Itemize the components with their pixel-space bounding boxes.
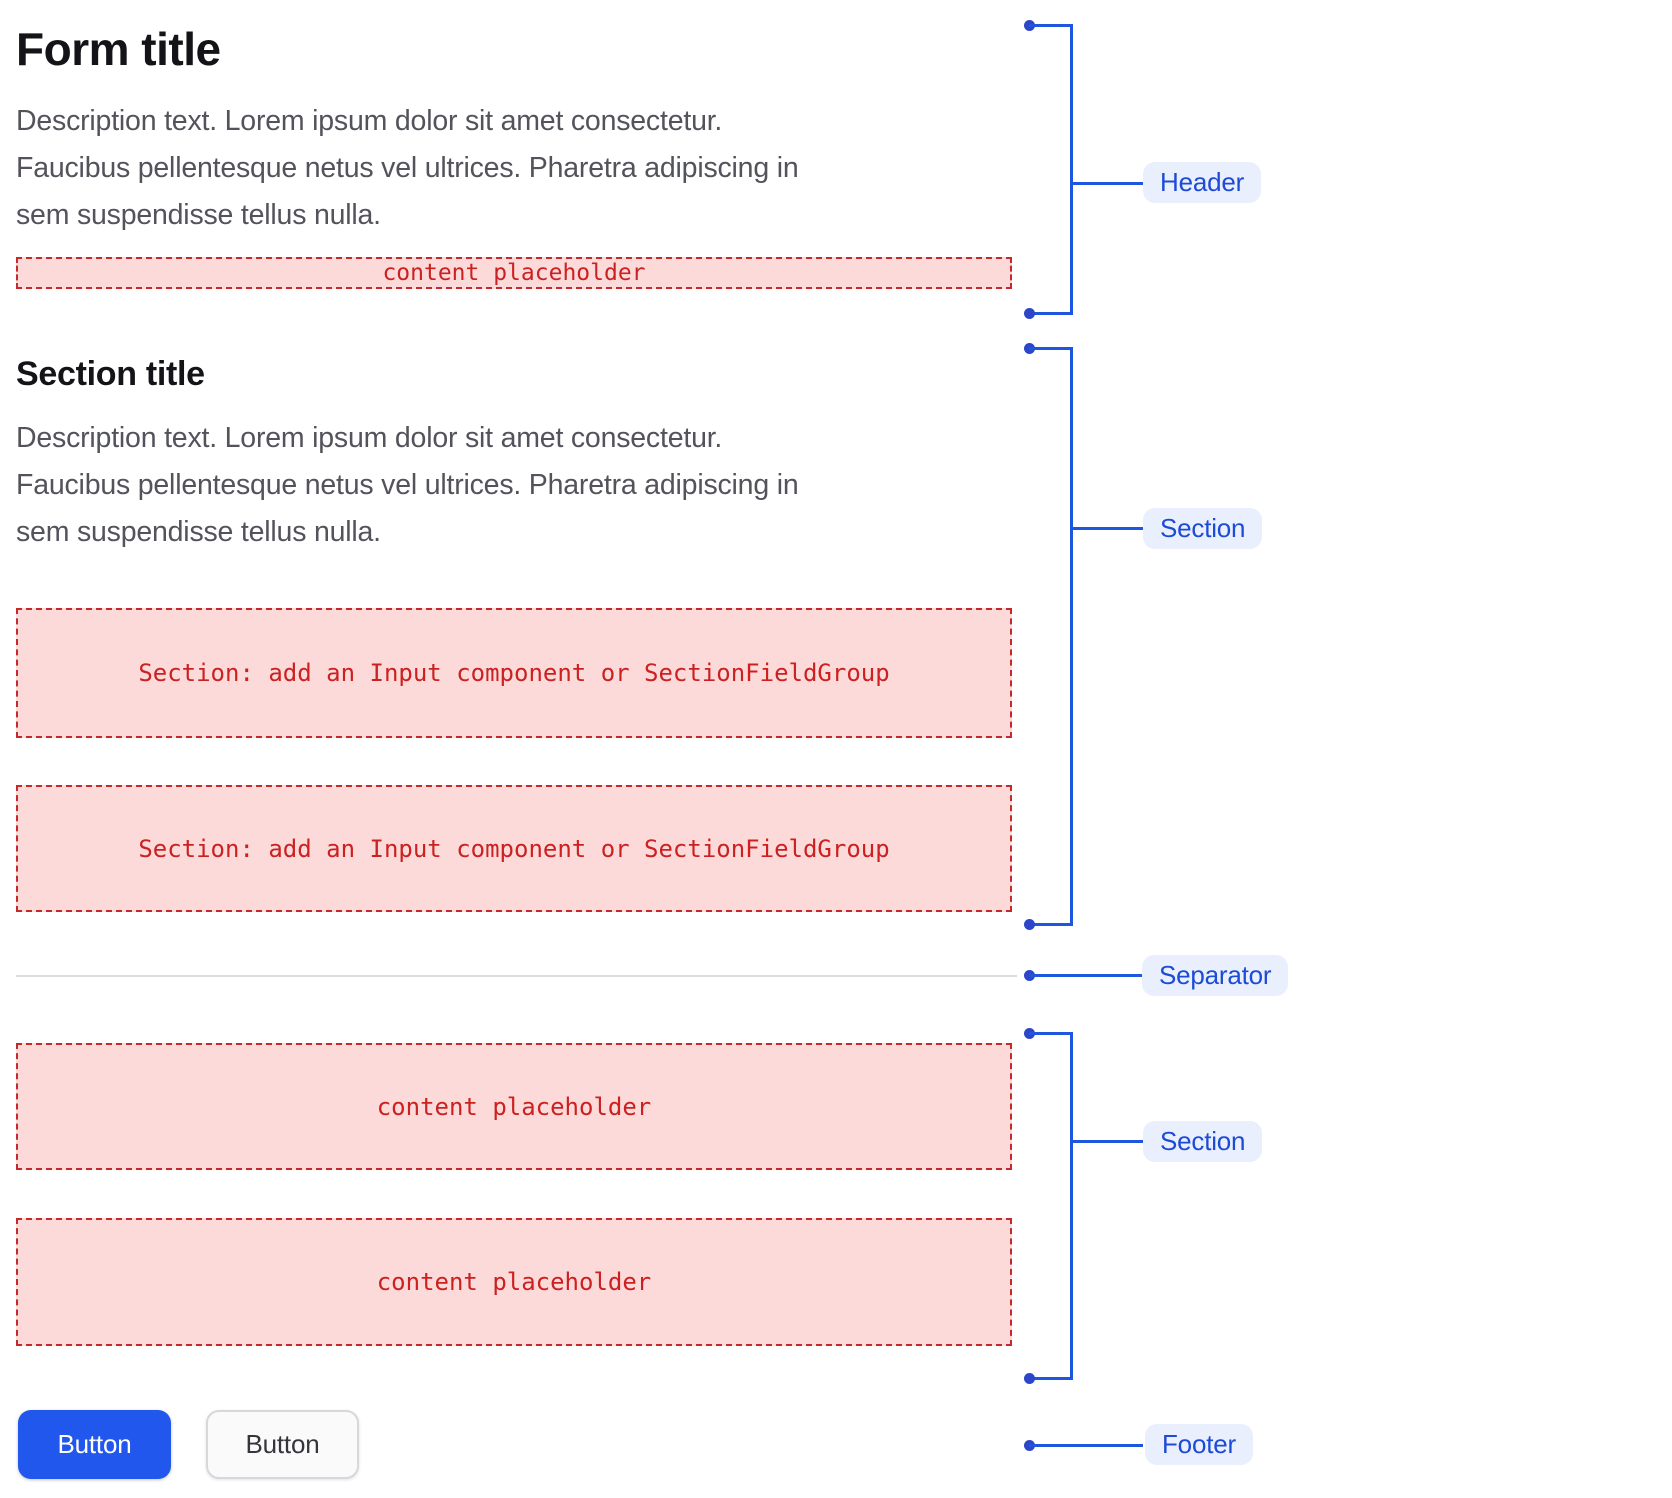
secondary-button[interactable]: Button	[206, 1410, 359, 1479]
section-slot-placeholder: Section: add an Input component or Secti…	[16, 785, 1012, 912]
section-slot-placeholder: Section: add an Input component or Secti…	[16, 608, 1012, 738]
connector-line	[1029, 1444, 1143, 1447]
bracket-line	[1029, 347, 1073, 350]
form-description-line: Description text. Lorem ipsum dolor sit …	[16, 105, 723, 137]
connector-dot	[1024, 1373, 1035, 1384]
connector-line	[1029, 974, 1143, 977]
bracket-line	[1070, 24, 1073, 315]
form-title: Form title	[16, 23, 221, 75]
connector-dot	[1024, 919, 1035, 930]
section-description-line: Faucibus pellentesque netus vel ultrices…	[16, 469, 799, 501]
bracket-line	[1029, 1377, 1073, 1380]
separator-label-pill: Separator	[1142, 955, 1289, 996]
connector-dot	[1024, 308, 1035, 319]
bracket-line	[1029, 312, 1073, 315]
separator-line	[16, 975, 1017, 977]
section-label-pill: Section	[1143, 508, 1263, 549]
section-label-pill: Section	[1143, 1121, 1263, 1162]
content-placeholder: content placeholder	[16, 1043, 1012, 1170]
bracket-line	[1070, 1032, 1073, 1380]
footer-label-pill: Footer	[1145, 1424, 1253, 1465]
section-description-line: sem suspendisse tellus nulla.	[16, 516, 381, 548]
form-description-line: Faucibus pellentesque netus vel ultrices…	[16, 152, 799, 184]
connector-line	[1073, 182, 1143, 185]
header-content-placeholder: content placeholder	[16, 257, 1012, 289]
form-description-line: sem suspendisse tellus nulla.	[16, 199, 381, 231]
header-label-pill: Header	[1143, 162, 1262, 203]
connector-line	[1073, 1140, 1143, 1143]
content-placeholder: content placeholder	[16, 1218, 1012, 1346]
form-description: Description text. Lorem ipsum dolor sit …	[16, 98, 996, 239]
bracket-line	[1029, 1032, 1073, 1035]
connector-line	[1073, 527, 1143, 530]
section-title: Section title	[16, 355, 205, 393]
section-description-line: Description text. Lorem ipsum dolor sit …	[16, 422, 723, 454]
section-description: Description text. Lorem ipsum dolor sit …	[16, 415, 996, 556]
bracket-line	[1029, 923, 1073, 926]
primary-button[interactable]: Button	[18, 1410, 171, 1479]
bracket-line	[1029, 24, 1073, 27]
bracket-line	[1070, 347, 1073, 926]
